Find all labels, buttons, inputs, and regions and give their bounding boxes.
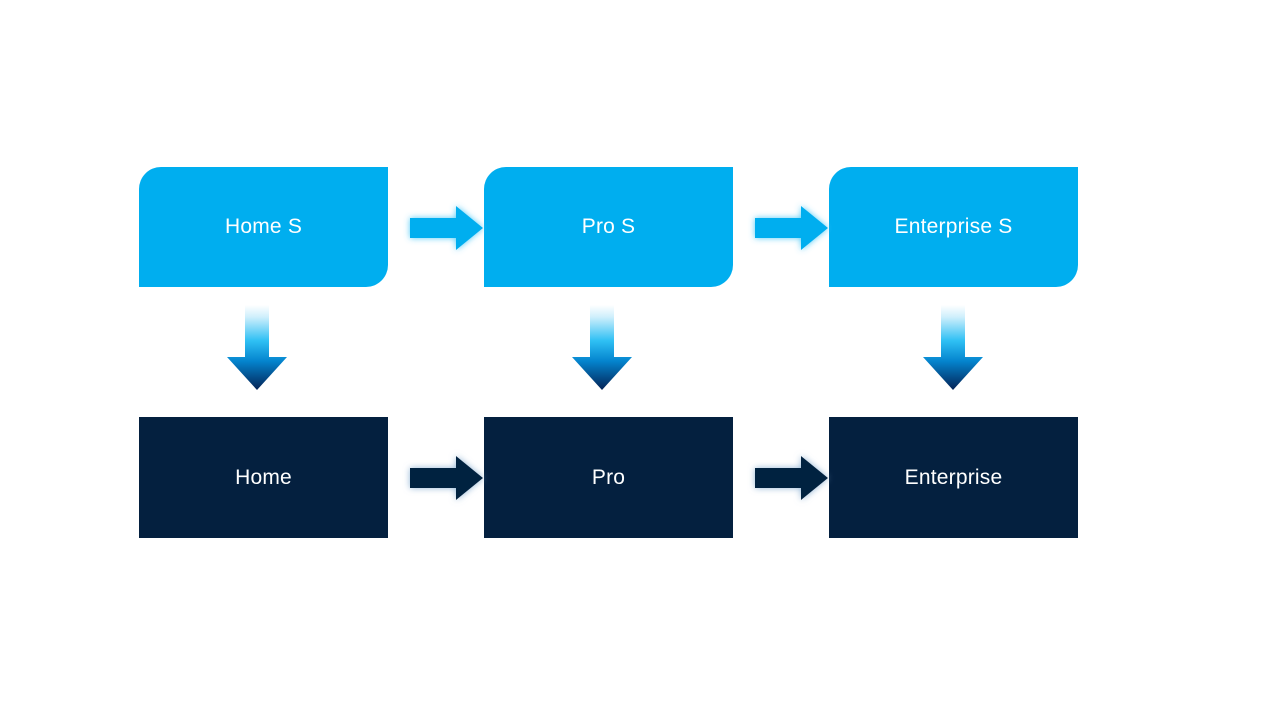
node-label: Enterprise S xyxy=(894,215,1013,239)
arrow-right-home-to-pro xyxy=(406,203,486,253)
arrow-down-enterprise xyxy=(922,305,984,391)
node-label: Pro xyxy=(591,465,626,489)
node-label: Home S xyxy=(224,215,303,239)
arrow-down-home xyxy=(226,305,288,391)
node-home-product[interactable]: Home xyxy=(139,417,388,538)
arrow-right-pro-to-enterprise xyxy=(751,203,831,253)
node-pro-product[interactable]: Pro xyxy=(484,417,733,538)
node-label: Home xyxy=(235,465,292,489)
arrow-right-home-to-pro-product xyxy=(406,453,486,503)
arrow-down-pro xyxy=(571,305,633,391)
node-label: Pro S xyxy=(581,215,636,239)
node-enterprise-service[interactable]: Enterprise S xyxy=(829,167,1078,287)
node-home-service[interactable]: Home S xyxy=(139,167,388,287)
node-pro-service[interactable]: Pro S xyxy=(484,167,733,287)
arrow-right-pro-to-enterprise-product xyxy=(751,453,831,503)
node-enterprise-product[interactable]: Enterprise xyxy=(829,417,1078,538)
node-label: Enterprise xyxy=(904,465,1003,489)
